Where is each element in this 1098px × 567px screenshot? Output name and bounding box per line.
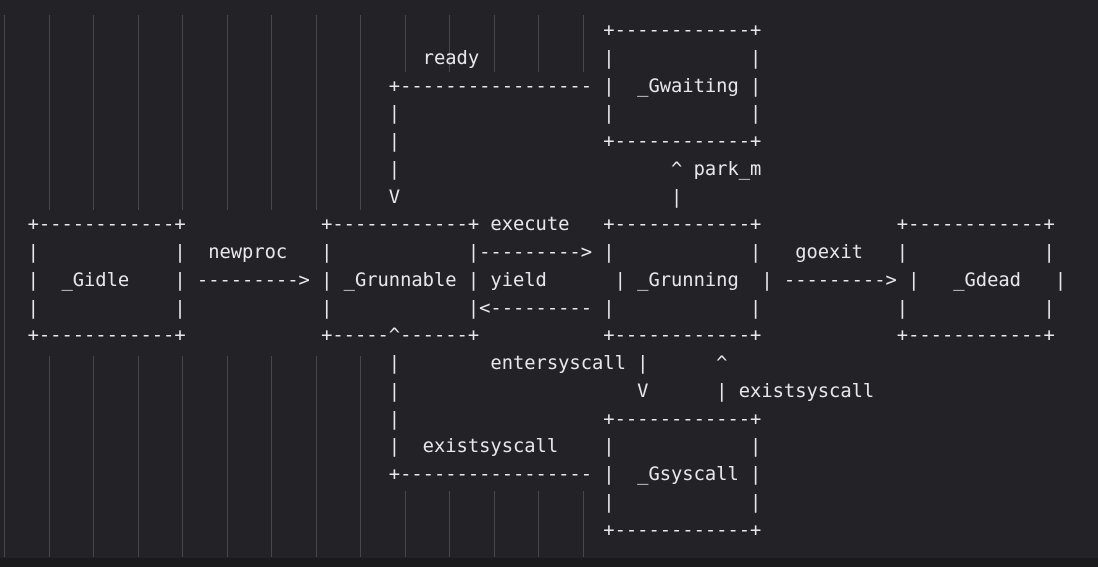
indent-guide-line (182, 15, 183, 210)
indent-guide-line (493, 491, 495, 557)
state-box-gsyscall (604, 406, 762, 545)
state-box-grunning (604, 211, 762, 350)
indent-guide-line (449, 15, 450, 72)
indent-guide-line (582, 15, 584, 72)
indent-guide-line (271, 356, 272, 557)
indent-guide-line (226, 356, 228, 557)
indent-guide-line (4, 15, 5, 557)
indent-guide-line (404, 15, 406, 72)
indent-guide-line (93, 15, 94, 210)
state-box-gwaiting (604, 17, 762, 156)
indent-guide-line (137, 356, 139, 557)
transition-label-goexit (796, 239, 864, 267)
state-box-grunnable (321, 211, 479, 350)
transition-label-park-m (694, 156, 762, 184)
transition-label-newproc (208, 239, 287, 267)
state-box-gdead (898, 211, 1056, 350)
transition-label-existsyscall-up (739, 378, 875, 406)
indent-guide-line (360, 356, 361, 557)
indent-guide-line (182, 356, 183, 557)
transition-label-existsyscall-left (423, 433, 559, 461)
indent-guide-line (360, 15, 361, 210)
transition-label-ready (423, 45, 480, 73)
indent-guide-line (271, 15, 272, 210)
indent-guide-line (48, 356, 50, 557)
indent-guide-line (493, 15, 495, 72)
indent-guide-line (315, 356, 317, 557)
indent-guide-line (315, 15, 317, 210)
indent-guide-line (226, 15, 228, 210)
indent-guide-line (538, 491, 539, 557)
bottom-edge-shade (0, 558, 1098, 567)
indent-guide-line (404, 491, 406, 557)
indent-guide-line (582, 491, 584, 557)
transition-label-yield (491, 267, 548, 295)
transition-label-entersyscall (491, 350, 627, 378)
indent-guide-line (93, 356, 94, 557)
indent-guide-line (48, 15, 50, 210)
transition-label-execute (491, 211, 570, 239)
indent-guide-line (538, 15, 539, 72)
indent-guide-line (449, 491, 450, 557)
indent-guide-line (137, 15, 139, 210)
ascii-state-diagram: +------------+ ready | | +--------------… (27, 20, 1067, 541)
state-box-gidle (28, 211, 186, 350)
